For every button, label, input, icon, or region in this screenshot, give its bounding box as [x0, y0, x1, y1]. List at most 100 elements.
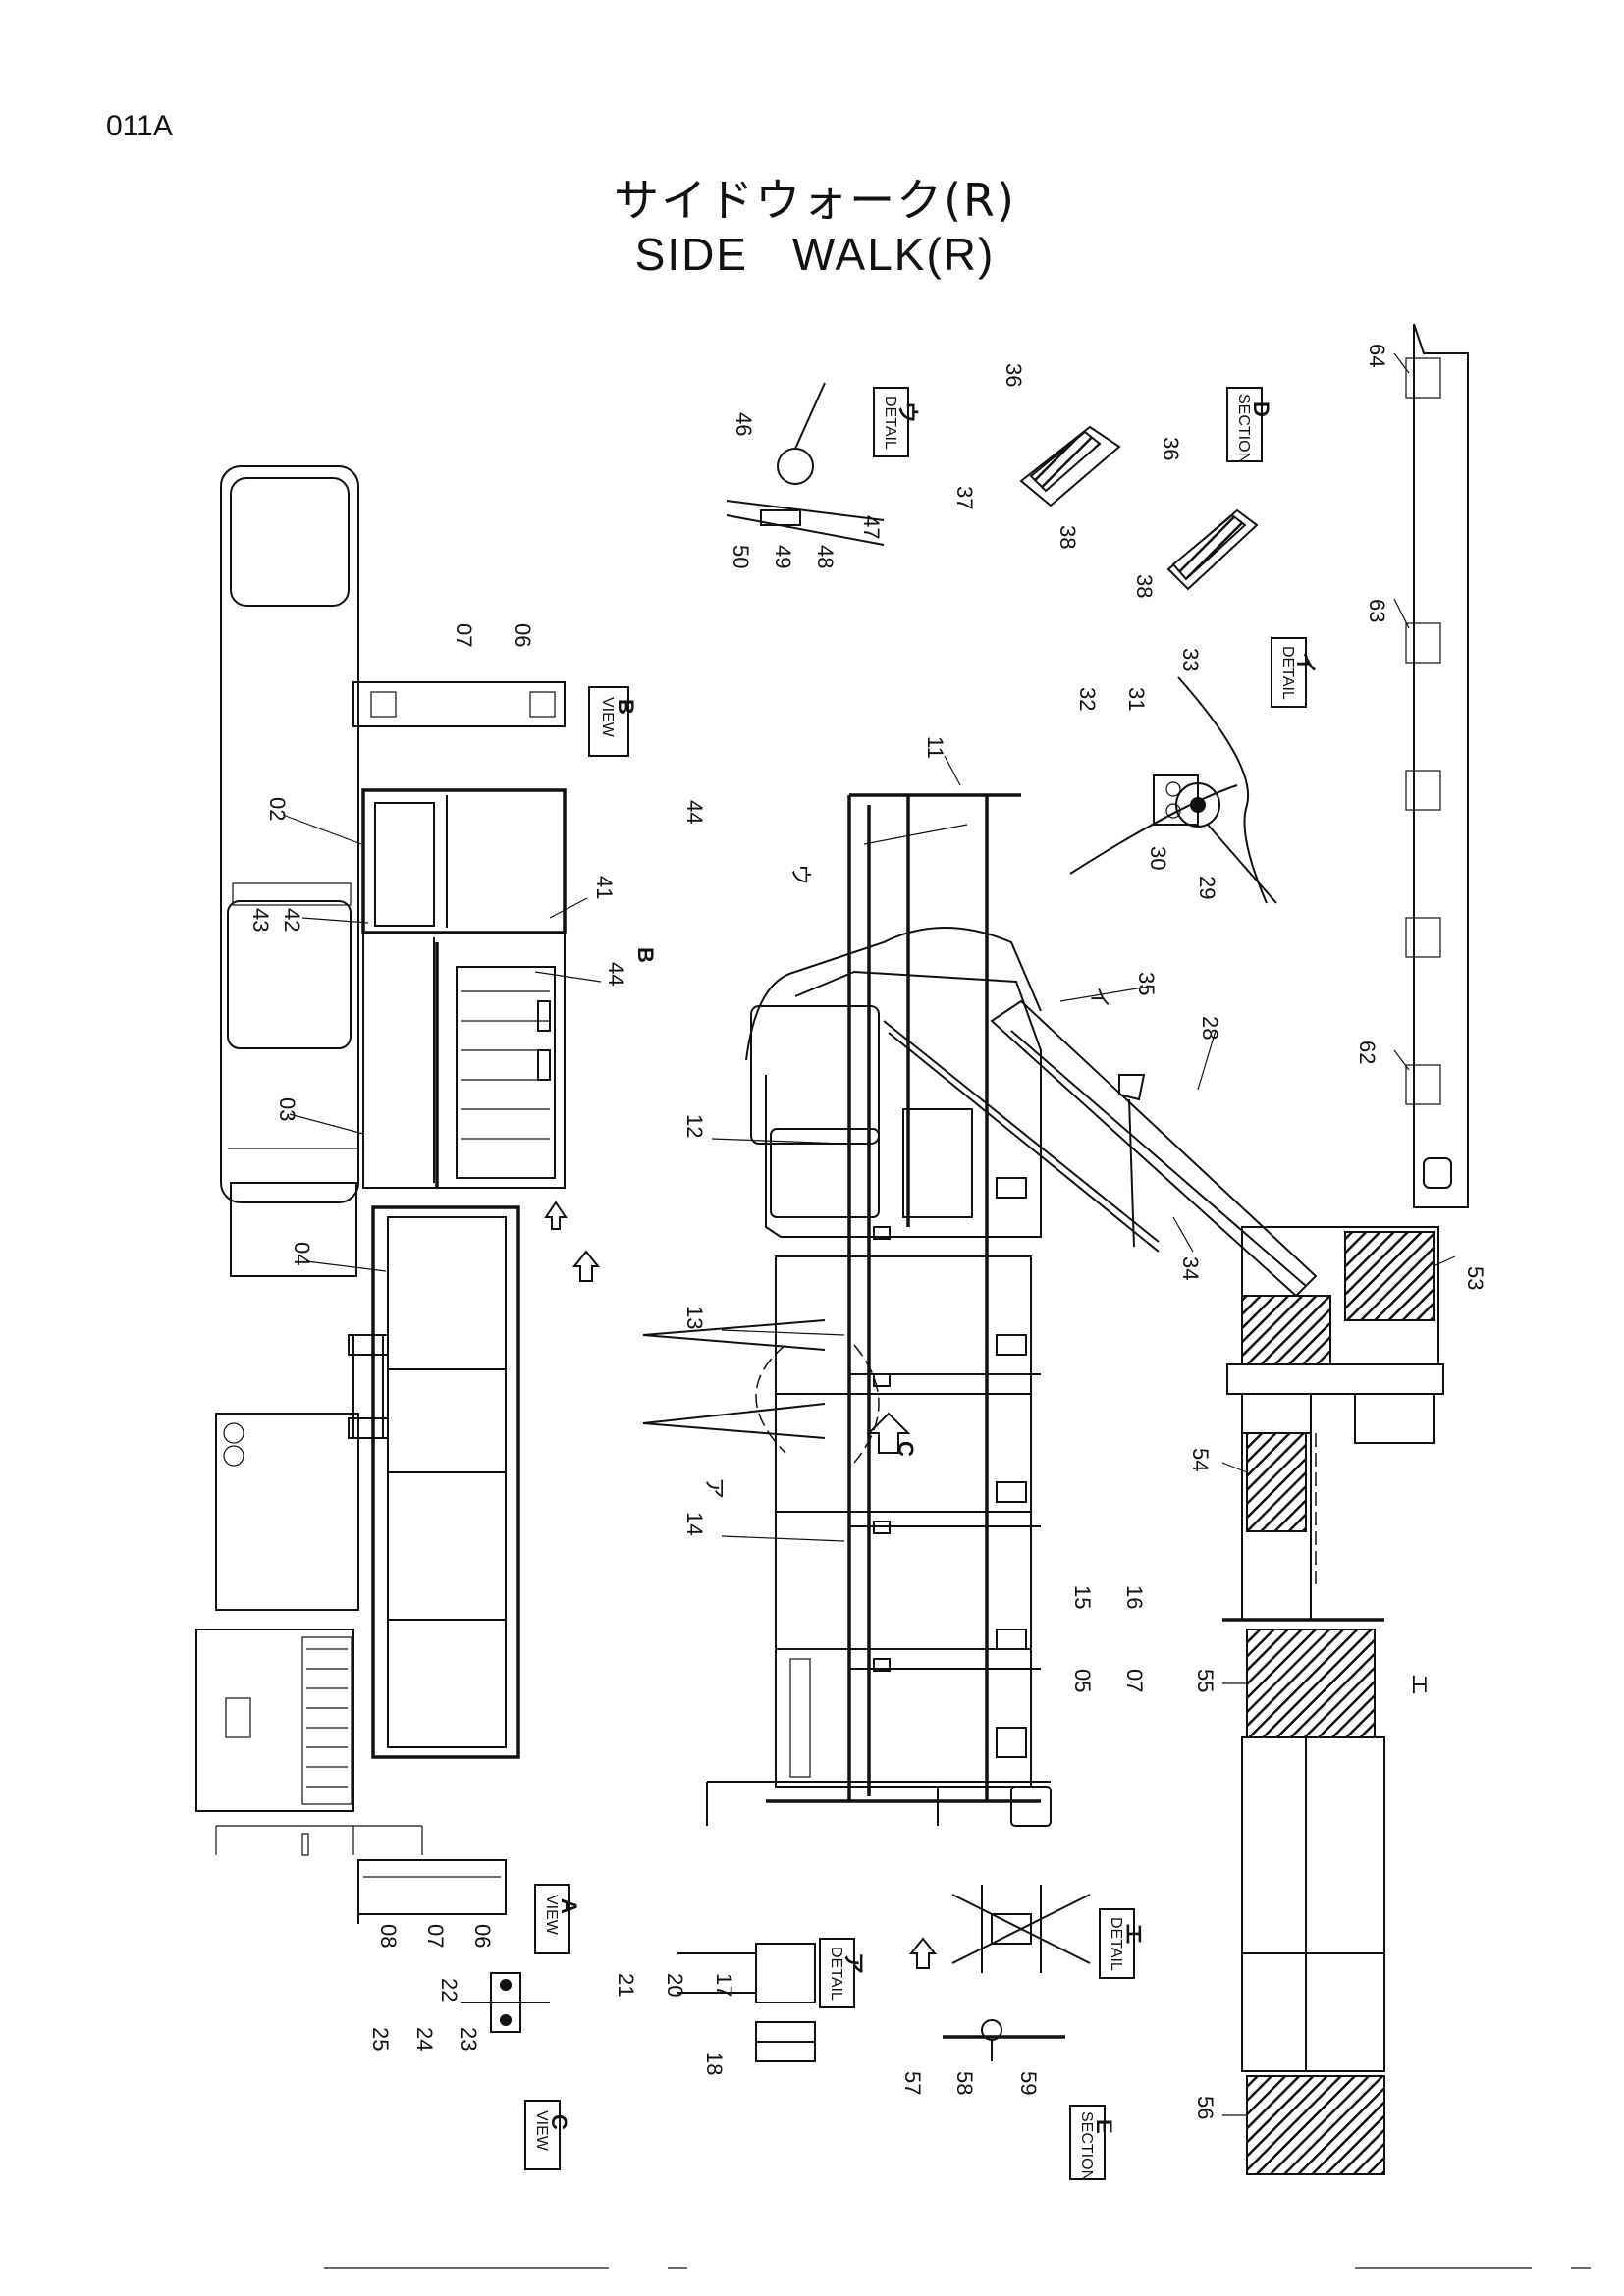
callout-07c: 07 [423, 1924, 448, 1948]
svg-text:エ: エ [1121, 1923, 1146, 1945]
callout-07b: 07 [1122, 1669, 1147, 1692]
svg-text:C: C [547, 2114, 571, 2130]
tag-view-b: VIEW B [588, 686, 638, 757]
callout-59: 59 [1016, 2071, 1041, 2095]
svg-text:SECTION: SECTION [1078, 2111, 1095, 2181]
svg-text:D: D [1249, 401, 1273, 417]
marker-c: C [893, 1441, 918, 1457]
svg-text:E: E [1092, 2119, 1116, 2134]
svg-text:VIEW: VIEW [533, 2110, 550, 2152]
callout-36b: 36 [1159, 437, 1183, 460]
callout-32: 32 [1075, 687, 1100, 711]
title-english: SIDE WALK(R) [634, 229, 996, 280]
callout-05: 05 [1070, 1669, 1095, 1692]
callout-54: 54 [1188, 1448, 1213, 1471]
callout-20: 20 [663, 1973, 687, 1997]
callout-55: 55 [1193, 1669, 1218, 1692]
svg-text:イ: イ [1293, 652, 1318, 673]
callout-24: 24 [412, 2027, 437, 2051]
callout-53: 53 [1463, 1266, 1488, 1290]
marker-i: イ [1087, 987, 1111, 1008]
svg-text:A: A [557, 1898, 581, 1914]
callout-21: 21 [614, 1973, 638, 1997]
callout-02: 02 [265, 797, 290, 821]
callout-64: 64 [1365, 344, 1389, 367]
callout-11: 11 [923, 736, 947, 759]
tag-view-c: VIEW C [524, 2100, 571, 2170]
callout-62: 62 [1355, 1041, 1380, 1064]
callout-13: 13 [682, 1306, 707, 1329]
svg-text:ア: ア [841, 1952, 866, 1974]
svg-text:B: B [614, 699, 638, 715]
svg-text:DETAIL: DETAIL [1108, 1917, 1124, 1971]
floor-plate-strip [1405, 323, 1469, 1208]
svg-text:DETAIL: DETAIL [882, 396, 898, 450]
callout-41: 41 [592, 876, 617, 899]
callout-14: 14 [682, 1512, 707, 1535]
callout-15: 15 [1070, 1585, 1095, 1609]
callout-29: 29 [1195, 876, 1219, 899]
callout-03: 03 [275, 1097, 299, 1121]
callout-28: 28 [1198, 1016, 1222, 1040]
svg-text:DETAIL: DETAIL [828, 1947, 844, 2001]
callout-22: 22 [437, 1978, 461, 2002]
callout-38: 38 [1056, 525, 1080, 549]
callout-44b: 44 [682, 800, 707, 824]
callout-36: 36 [1001, 363, 1026, 387]
tag-detail-u: DETAIL ウ [873, 387, 920, 457]
marker-a: ア [702, 1477, 727, 1499]
title-japanese: サイドウォーク(R) [614, 174, 1016, 227]
view-tags: VIEW B VIEW A VIEW C DETAIL ウ SECTION D … [524, 387, 1318, 2181]
tag-detail-a: DETAIL ア [819, 1938, 866, 2008]
callout-49: 49 [771, 545, 795, 568]
callout-56: 56 [1193, 2096, 1218, 2119]
detail-views [352, 382, 1277, 2062]
callout-12: 12 [682, 1114, 707, 1138]
tag-section-e: SECTION E [1069, 2105, 1116, 2181]
callout-48: 48 [813, 545, 838, 568]
marker-b: B [633, 947, 658, 963]
callout-17: 17 [712, 1973, 736, 1997]
callout-34: 34 [1178, 1256, 1203, 1280]
callout-38b: 38 [1132, 574, 1157, 598]
marker-u: ウ [788, 864, 813, 885]
side-view-assembly [642, 793, 1318, 1827]
tag-detail-e: DETAIL エ [1099, 1908, 1146, 1979]
svg-text:DETAIL: DETAIL [1279, 646, 1296, 700]
callout-46: 46 [731, 412, 756, 436]
callout-44: 44 [604, 962, 628, 986]
tag-view-a: VIEW A [534, 1884, 581, 1954]
svg-text:SECTION: SECTION [1235, 394, 1252, 463]
callout-63: 63 [1365, 599, 1389, 622]
svg-text:ウ: ウ [895, 401, 920, 423]
leader-lines [282, 352, 1456, 2116]
callout-47: 47 [859, 515, 884, 539]
tag-section-d: SECTION D [1226, 387, 1273, 463]
callout-18: 18 [702, 2052, 727, 2075]
callout-25: 25 [368, 2027, 393, 2051]
callout-58: 58 [952, 2071, 977, 2095]
step-stack [1222, 1226, 1444, 2175]
callout-42: 42 [280, 908, 304, 932]
callout-37: 37 [952, 486, 977, 509]
callout-06: 06 [511, 623, 535, 647]
callout-43: 43 [248, 908, 273, 932]
callout-numbers: 02 03 04 43 42 41 44 07 06 11 44 12 13 1… [248, 344, 1488, 2119]
tag-detail-i: DETAIL イ [1271, 637, 1318, 708]
callout-04: 04 [290, 1242, 314, 1265]
svg-text:VIEW: VIEW [599, 697, 616, 738]
view-markers: B C ア イ ウ エ [633, 864, 1432, 1695]
callout-57: 57 [900, 2071, 925, 2095]
svg-text:VIEW: VIEW [543, 1895, 560, 1936]
callout-06c: 06 [470, 1924, 495, 1948]
callout-30: 30 [1146, 846, 1170, 870]
top-view-assembly [195, 465, 567, 1856]
page-code: 011A [106, 110, 173, 142]
callout-31: 31 [1124, 687, 1149, 711]
callout-33: 33 [1178, 648, 1203, 671]
callout-35: 35 [1134, 972, 1159, 995]
callout-07: 07 [452, 623, 476, 647]
callout-50: 50 [729, 545, 753, 568]
callout-23: 23 [457, 2027, 481, 2051]
